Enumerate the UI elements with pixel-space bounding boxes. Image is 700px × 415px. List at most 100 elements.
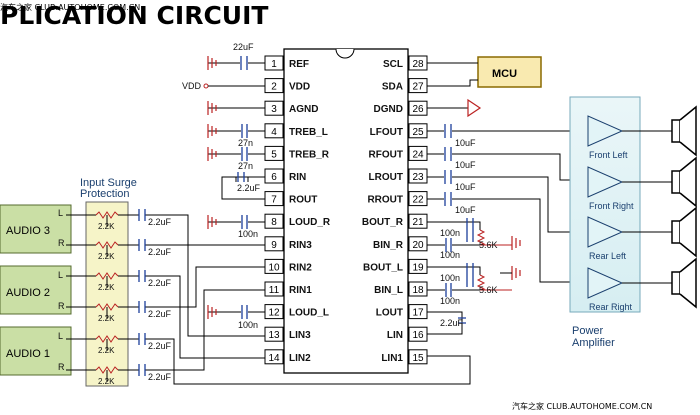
pin-name: RIN [289, 172, 306, 183]
pin-name: LOUT [376, 308, 403, 319]
ic-notch [335, 48, 355, 59]
input-resistor-icon [95, 366, 119, 374]
power-amplifier-title-1: Power [572, 325, 604, 337]
amplifier-triangle-icon [587, 166, 624, 198]
bass-r-res-label: 5.6K [479, 240, 498, 250]
lin1-wire [160, 338, 471, 385]
watermark-bottom: 汽车之家 CLUB.AUTOHOME.COM.CN [512, 401, 652, 411]
amplifier-triangle-icon [587, 216, 624, 248]
input-resistor-icon [95, 335, 119, 343]
pin-number: 24 [412, 149, 424, 160]
input-cap-label: 2.2uF [148, 278, 172, 288]
rin2-wire [160, 266, 265, 308]
audio-3-l-label: L [58, 208, 63, 218]
speaker-cone-icon [679, 257, 697, 309]
audio-1-l-label: L [58, 331, 63, 341]
pin-name: TREB_R [289, 149, 330, 160]
pin-name: TREB_L [289, 127, 328, 138]
rin1-wire [160, 289, 265, 371]
pin-name: BIN_R [373, 240, 404, 251]
audio-3-block: AUDIO 3 [0, 204, 72, 254]
pin-name: LIN3 [289, 330, 311, 341]
pin-number-box [264, 168, 284, 184]
speaker-cone-icon [679, 156, 697, 208]
pin-name: RFOUT [369, 149, 403, 160]
pin-name: REF [289, 59, 309, 70]
pin-name: AGND [289, 104, 318, 115]
power-amplifier-title-2: Amplifier [572, 337, 615, 349]
input-capacitor-icon [138, 364, 146, 376]
ref-cap-label: 22uF [233, 42, 254, 52]
speaker-icon [671, 271, 681, 295]
pin-number: 18 [412, 285, 424, 296]
lfout-cap-label: 10uF [455, 138, 476, 148]
lrout-cap-label: 10uF [455, 182, 476, 192]
input-cap-label: 2.2uF [148, 247, 172, 257]
pin-name: LROUT [369, 172, 403, 183]
bass-r-capacitor-top-icon [466, 218, 474, 242]
bass-r-ground-icon [511, 236, 521, 250]
bass-l-ground-icon [511, 266, 521, 280]
ref-capacitor-icon [240, 56, 248, 70]
pin-name: RIN3 [289, 240, 312, 251]
pin-number: 27 [412, 82, 424, 93]
agnd-ground-icon [207, 101, 217, 115]
lrout-capacitor-icon [444, 170, 452, 184]
pin-number-box [408, 213, 428, 229]
input-capacitor-icon [138, 333, 146, 345]
pin-number: 16 [412, 330, 424, 341]
amplifier-channel-label: Rear Right [589, 302, 633, 312]
lrout-wire [427, 176, 588, 233]
input-resistor-icon [95, 241, 119, 249]
pin-name: RIN2 [289, 262, 312, 273]
pin-number: 19 [412, 262, 424, 273]
pin-name: LFOUT [370, 127, 403, 138]
audio-1-label: AUDIO 1 [6, 348, 50, 360]
amplifier-triangle-icon [587, 115, 624, 147]
audio-1-box [0, 326, 72, 376]
amplifier-channel-label: Front Left [589, 150, 628, 160]
pin-number: 8 [271, 217, 277, 228]
vdd-terminal-icon [203, 83, 209, 89]
treb-r-ground-icon [207, 147, 217, 161]
input-capacitor-icon [138, 270, 146, 282]
amplifier-channel-label: Front Right [589, 201, 634, 211]
pin-number: 23 [412, 172, 424, 183]
pin-number-box [408, 236, 428, 252]
bass-l-capacitor-bottom-icon [445, 283, 452, 297]
loud-l-cap-label: 100n [238, 320, 258, 330]
input-cap-label: 2.2uF [148, 309, 172, 319]
bass-l-res-label: 5.6K [479, 285, 498, 295]
page-title: PLICATION CIRCUIT [0, 1, 268, 30]
pin-name: BOUT_R [362, 217, 404, 228]
treb-l-cap-label: 27n [238, 138, 253, 148]
pin-number: 3 [271, 104, 277, 115]
speaker-cone-icon [679, 105, 697, 157]
treb-r-cap-label: 27n [238, 161, 253, 171]
loud-r-ground-icon [207, 215, 217, 229]
mcu-bus-wires [427, 62, 478, 87]
input-capacitor-icon [138, 301, 146, 313]
bass-r-wires [427, 221, 481, 246]
pin-number: 2 [271, 82, 277, 93]
lout-capacitor-icon [458, 317, 466, 324]
pin-name: BIN_L [374, 285, 403, 296]
lin2-wire [160, 275, 265, 359]
input-res-label: 2.2K [98, 222, 115, 231]
pin-number: 28 [412, 59, 424, 70]
pin-number-box [264, 236, 284, 252]
pin-number-box [264, 349, 284, 365]
pin-number: 7 [271, 195, 277, 206]
lin3-wire [160, 214, 265, 337]
input-res-label: 2.2K [98, 283, 115, 292]
input-cap-label: 2.2uF [148, 341, 172, 351]
pin-name: ROUT [289, 195, 317, 206]
audio-3-r-label: R [58, 238, 65, 248]
speaker-icon [671, 119, 681, 143]
pin-number: 14 [268, 353, 280, 364]
speaker-icon [671, 170, 681, 194]
pin-number: 11 [269, 285, 280, 296]
